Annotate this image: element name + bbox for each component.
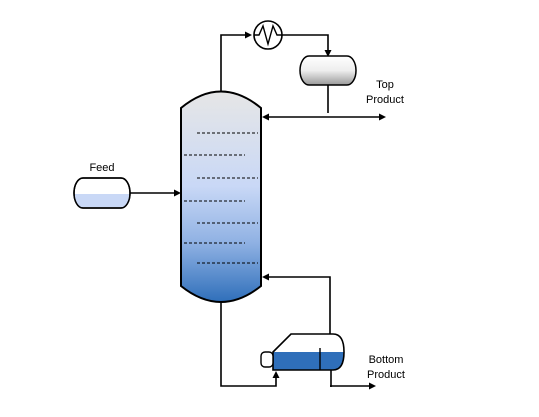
bottom-product-label: Bottom Product	[356, 353, 416, 383]
feed-drum	[73, 177, 131, 209]
feed-arrow	[174, 189, 181, 197]
condenser-to-drum-arrow	[324, 50, 332, 57]
condenser-heat-exchanger	[253, 20, 283, 50]
overhead-vapor-line	[220, 34, 245, 92]
bottom-product-label-line2: Product	[367, 369, 405, 381]
top-product-label-line1: Top	[376, 79, 394, 91]
kettle-reboiler	[260, 333, 345, 371]
reflux-arrow	[262, 113, 269, 121]
column-trays	[184, 132, 258, 264]
feed-label: Feed	[89, 162, 115, 174]
bottom-product-label-line1: Bottom	[368, 354, 404, 366]
reboiler-return-arrow	[262, 273, 269, 281]
reboiler-vapor-return-line	[268, 276, 331, 334]
top-product-arrow	[379, 113, 386, 121]
overhead-arrow	[245, 31, 252, 39]
reboiler-tube-bundle	[260, 351, 274, 368]
bottoms-line	[220, 303, 277, 387]
condenser-to-drum-line	[282, 34, 329, 51]
bottom-product-arrow	[369, 382, 376, 390]
top-product-label-line2: Product	[366, 94, 404, 106]
reflux-drum	[299, 55, 357, 86]
reboiler-inlet-arrow	[272, 371, 280, 378]
top-product-label: Top Product	[357, 78, 413, 108]
distillation-column	[180, 90, 262, 303]
